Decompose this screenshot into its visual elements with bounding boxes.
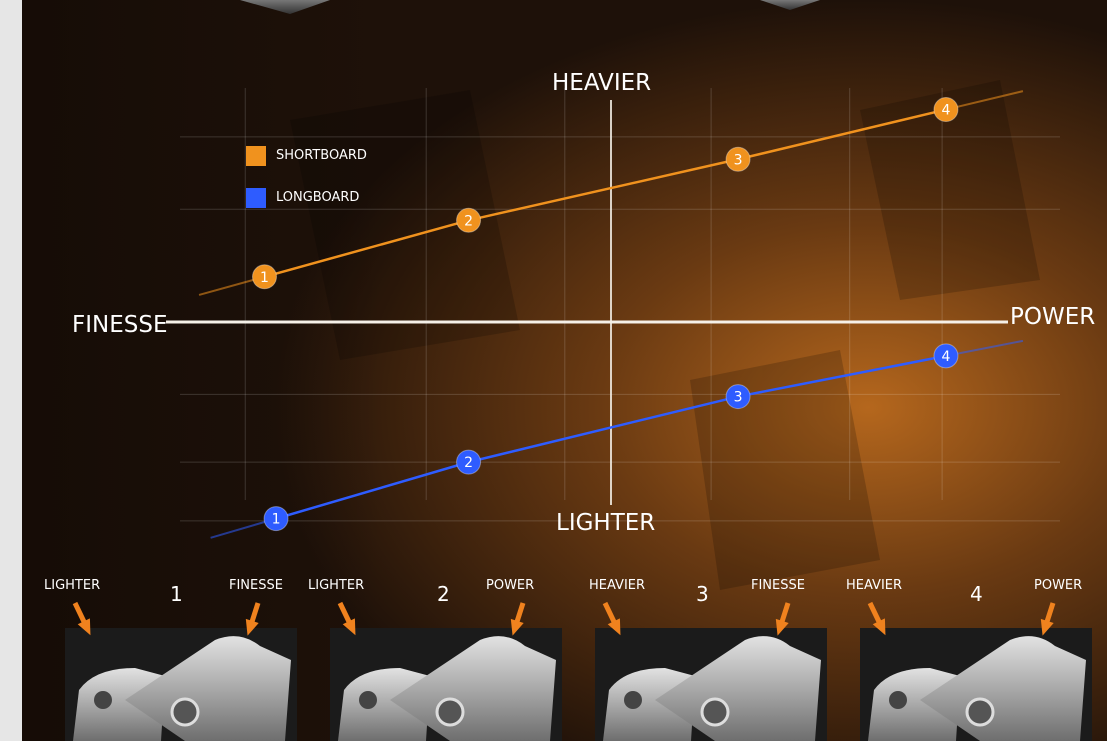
arrow-right-head	[245, 618, 259, 636]
background-shade	[22, 0, 622, 741]
marker-circle	[933, 343, 959, 369]
marker-shortboard-2: 2	[456, 207, 482, 233]
hardware-bolt	[889, 691, 907, 709]
hardware-bolt	[94, 691, 112, 709]
marker-circle	[725, 146, 751, 172]
marker-label: 2	[464, 455, 473, 471]
marker-shortboard-1: 1	[252, 264, 277, 290]
marker-longboard-1: 1	[263, 506, 289, 532]
marker-label: 1	[272, 512, 281, 528]
panel-3-number: 3	[696, 582, 709, 606]
arrow-left-head	[607, 618, 621, 636]
panel-1-number: 1	[170, 582, 183, 606]
marker-shortboard-4: 4	[933, 97, 959, 123]
panel-4-left-label: HEAVIER	[846, 578, 903, 593]
series-line-longboard	[275, 354, 947, 520]
marker-label: 1	[260, 270, 269, 286]
panel-2-right-label: POWER	[486, 578, 535, 593]
panel-4-number: 4	[970, 582, 983, 606]
hardware-plate	[868, 668, 960, 741]
hardware-arm	[390, 636, 556, 741]
panel-2	[330, 601, 562, 741]
panel-1	[65, 601, 297, 741]
marker-circle	[456, 207, 482, 233]
marker-label: 3	[734, 152, 743, 168]
panel-3-left-label: HEAVIER	[589, 578, 646, 593]
marker-label: 2	[464, 213, 473, 229]
arrow-left-head	[872, 618, 886, 636]
hardware-panels	[65, 601, 1092, 741]
hardware-plate	[338, 668, 430, 741]
arrow-left-head	[342, 618, 356, 636]
hardware-hex-nut	[965, 697, 995, 727]
legend-swatch-shortboard	[246, 146, 266, 166]
hardware-plate	[73, 668, 165, 741]
legend-label-shortboard: SHORTBOARD	[276, 148, 367, 163]
panel-4-right-label: POWER	[1034, 578, 1083, 593]
grid	[180, 88, 1060, 522]
series-shortboard: 1 2 3 4	[198, 90, 1024, 296]
hardware-bolt	[624, 691, 642, 709]
panel-3-right-label: FINESSE	[751, 578, 805, 593]
marker-label: 4	[941, 349, 950, 365]
panel-2-number: 2	[437, 582, 450, 606]
marker-circle	[456, 449, 482, 475]
marker-longboard-3: 3	[725, 384, 751, 410]
panel-4	[860, 601, 1092, 741]
marker-longboard-4: 4	[933, 343, 959, 369]
legend-label-longboard: LONGBOARD	[276, 190, 360, 205]
hardware-hex-nut	[170, 697, 200, 727]
marker-circle	[933, 97, 959, 123]
series-longboard: 1 2 3 4	[210, 339, 1024, 539]
hardware-hex-nut	[700, 697, 730, 727]
marker-shortboard-3: 3	[725, 146, 751, 172]
series-tail-right	[945, 339, 1024, 357]
series-tail-right	[945, 90, 1024, 111]
legend-swatch-longboard	[246, 188, 266, 208]
axis-label-left: FINESSE	[72, 312, 168, 338]
marker-label: 3	[734, 390, 743, 406]
main-axes	[166, 100, 1008, 505]
series-line-shortboard	[264, 108, 947, 279]
marker-longboard-2: 2	[456, 449, 482, 475]
hardware-arm	[125, 636, 291, 741]
panel-3	[595, 601, 827, 741]
arrow-right-head	[775, 618, 789, 636]
hardware-arm	[920, 636, 1086, 741]
marker-circle	[252, 264, 277, 290]
panel-2-left-label: LIGHTER	[308, 578, 365, 593]
hardware-bolt	[359, 691, 377, 709]
top-hardware-left	[240, 0, 330, 14]
panel-1-right-label: FINESSE	[229, 578, 283, 593]
arrow-right-head	[510, 618, 524, 636]
marker-label: 4	[941, 103, 950, 119]
arrow-left-head	[77, 618, 91, 636]
arrow-right-head	[1040, 618, 1054, 636]
top-hardware-right	[760, 0, 820, 10]
marker-circle	[725, 384, 751, 410]
hardware-arm	[655, 636, 821, 741]
panel-1-left-label: LIGHTER	[44, 578, 101, 593]
hardware-plate	[603, 668, 695, 741]
series-layer: 1 2 3 4 1 2 3 4	[198, 90, 1024, 539]
axis-label-top: HEAVIER	[552, 70, 652, 96]
hardware-hex-nut	[435, 697, 465, 727]
background-blocks	[290, 80, 1040, 590]
axis-label-right: POWER	[1010, 304, 1096, 330]
axis-label-bottom: LIGHTER	[556, 510, 656, 536]
marker-circle	[263, 506, 289, 532]
